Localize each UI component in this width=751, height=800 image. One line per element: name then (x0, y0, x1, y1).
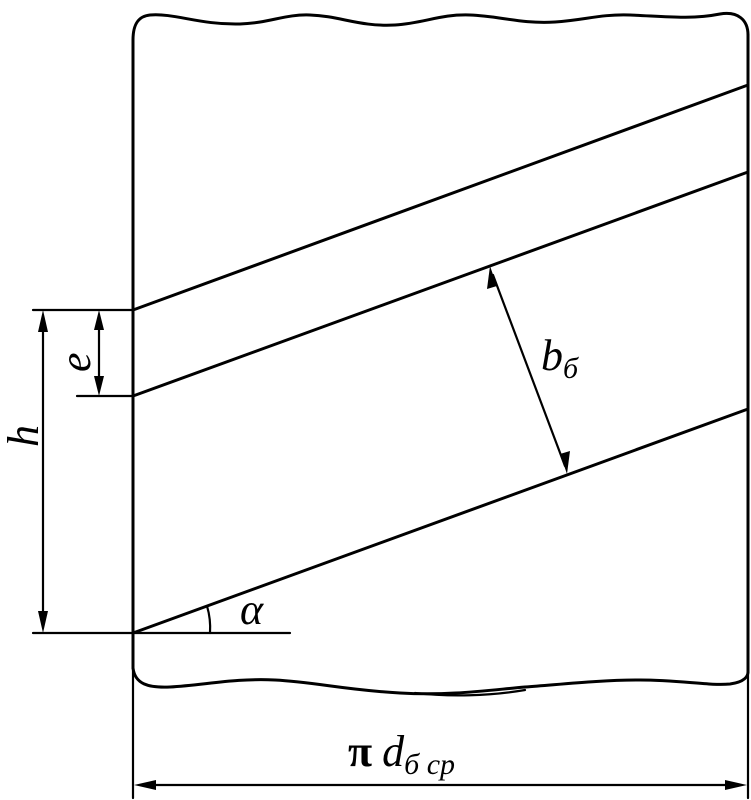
belt-line-upper (131, 83, 750, 312)
label-b-main: b (541, 331, 563, 380)
angle-alpha-arc (205, 604, 212, 635)
bottom-break-shadow (413, 688, 527, 697)
extension-lines (31, 308, 750, 800)
label-alpha: α (240, 585, 264, 634)
bottom-break-line (131, 666, 750, 696)
label-pi: π (348, 727, 372, 776)
dim-b-arrow-top (487, 266, 497, 289)
dim-circumference-arrow-left (134, 780, 156, 790)
top-break-line (131, 11, 750, 42)
belt-line-middle (131, 170, 750, 398)
dim-b-line (491, 273, 567, 468)
dim-b-arrow-bottom (560, 451, 570, 474)
dimension-h: h (0, 310, 48, 633)
dim-circumference-arrow-right (725, 780, 747, 790)
dimension-e: e (51, 310, 104, 396)
label-h: h (0, 425, 48, 447)
label-e: e (51, 352, 100, 372)
drum-outline (131, 11, 750, 697)
label-d-subscript: б ср (404, 748, 455, 781)
angle-alpha: α (205, 585, 264, 635)
label-b-subscript: б (563, 352, 579, 385)
dim-e-arrow-bottom (94, 376, 104, 396)
label-b: bб (541, 331, 579, 385)
belt-line-lower (131, 407, 750, 635)
dim-h-arrow-bottom (38, 611, 48, 633)
label-d: d (382, 727, 405, 776)
dimension-b: bб (487, 266, 579, 474)
belt-lines (131, 83, 750, 635)
dim-e-arrow-top (94, 310, 104, 330)
dim-h-arrow-top (38, 310, 48, 332)
